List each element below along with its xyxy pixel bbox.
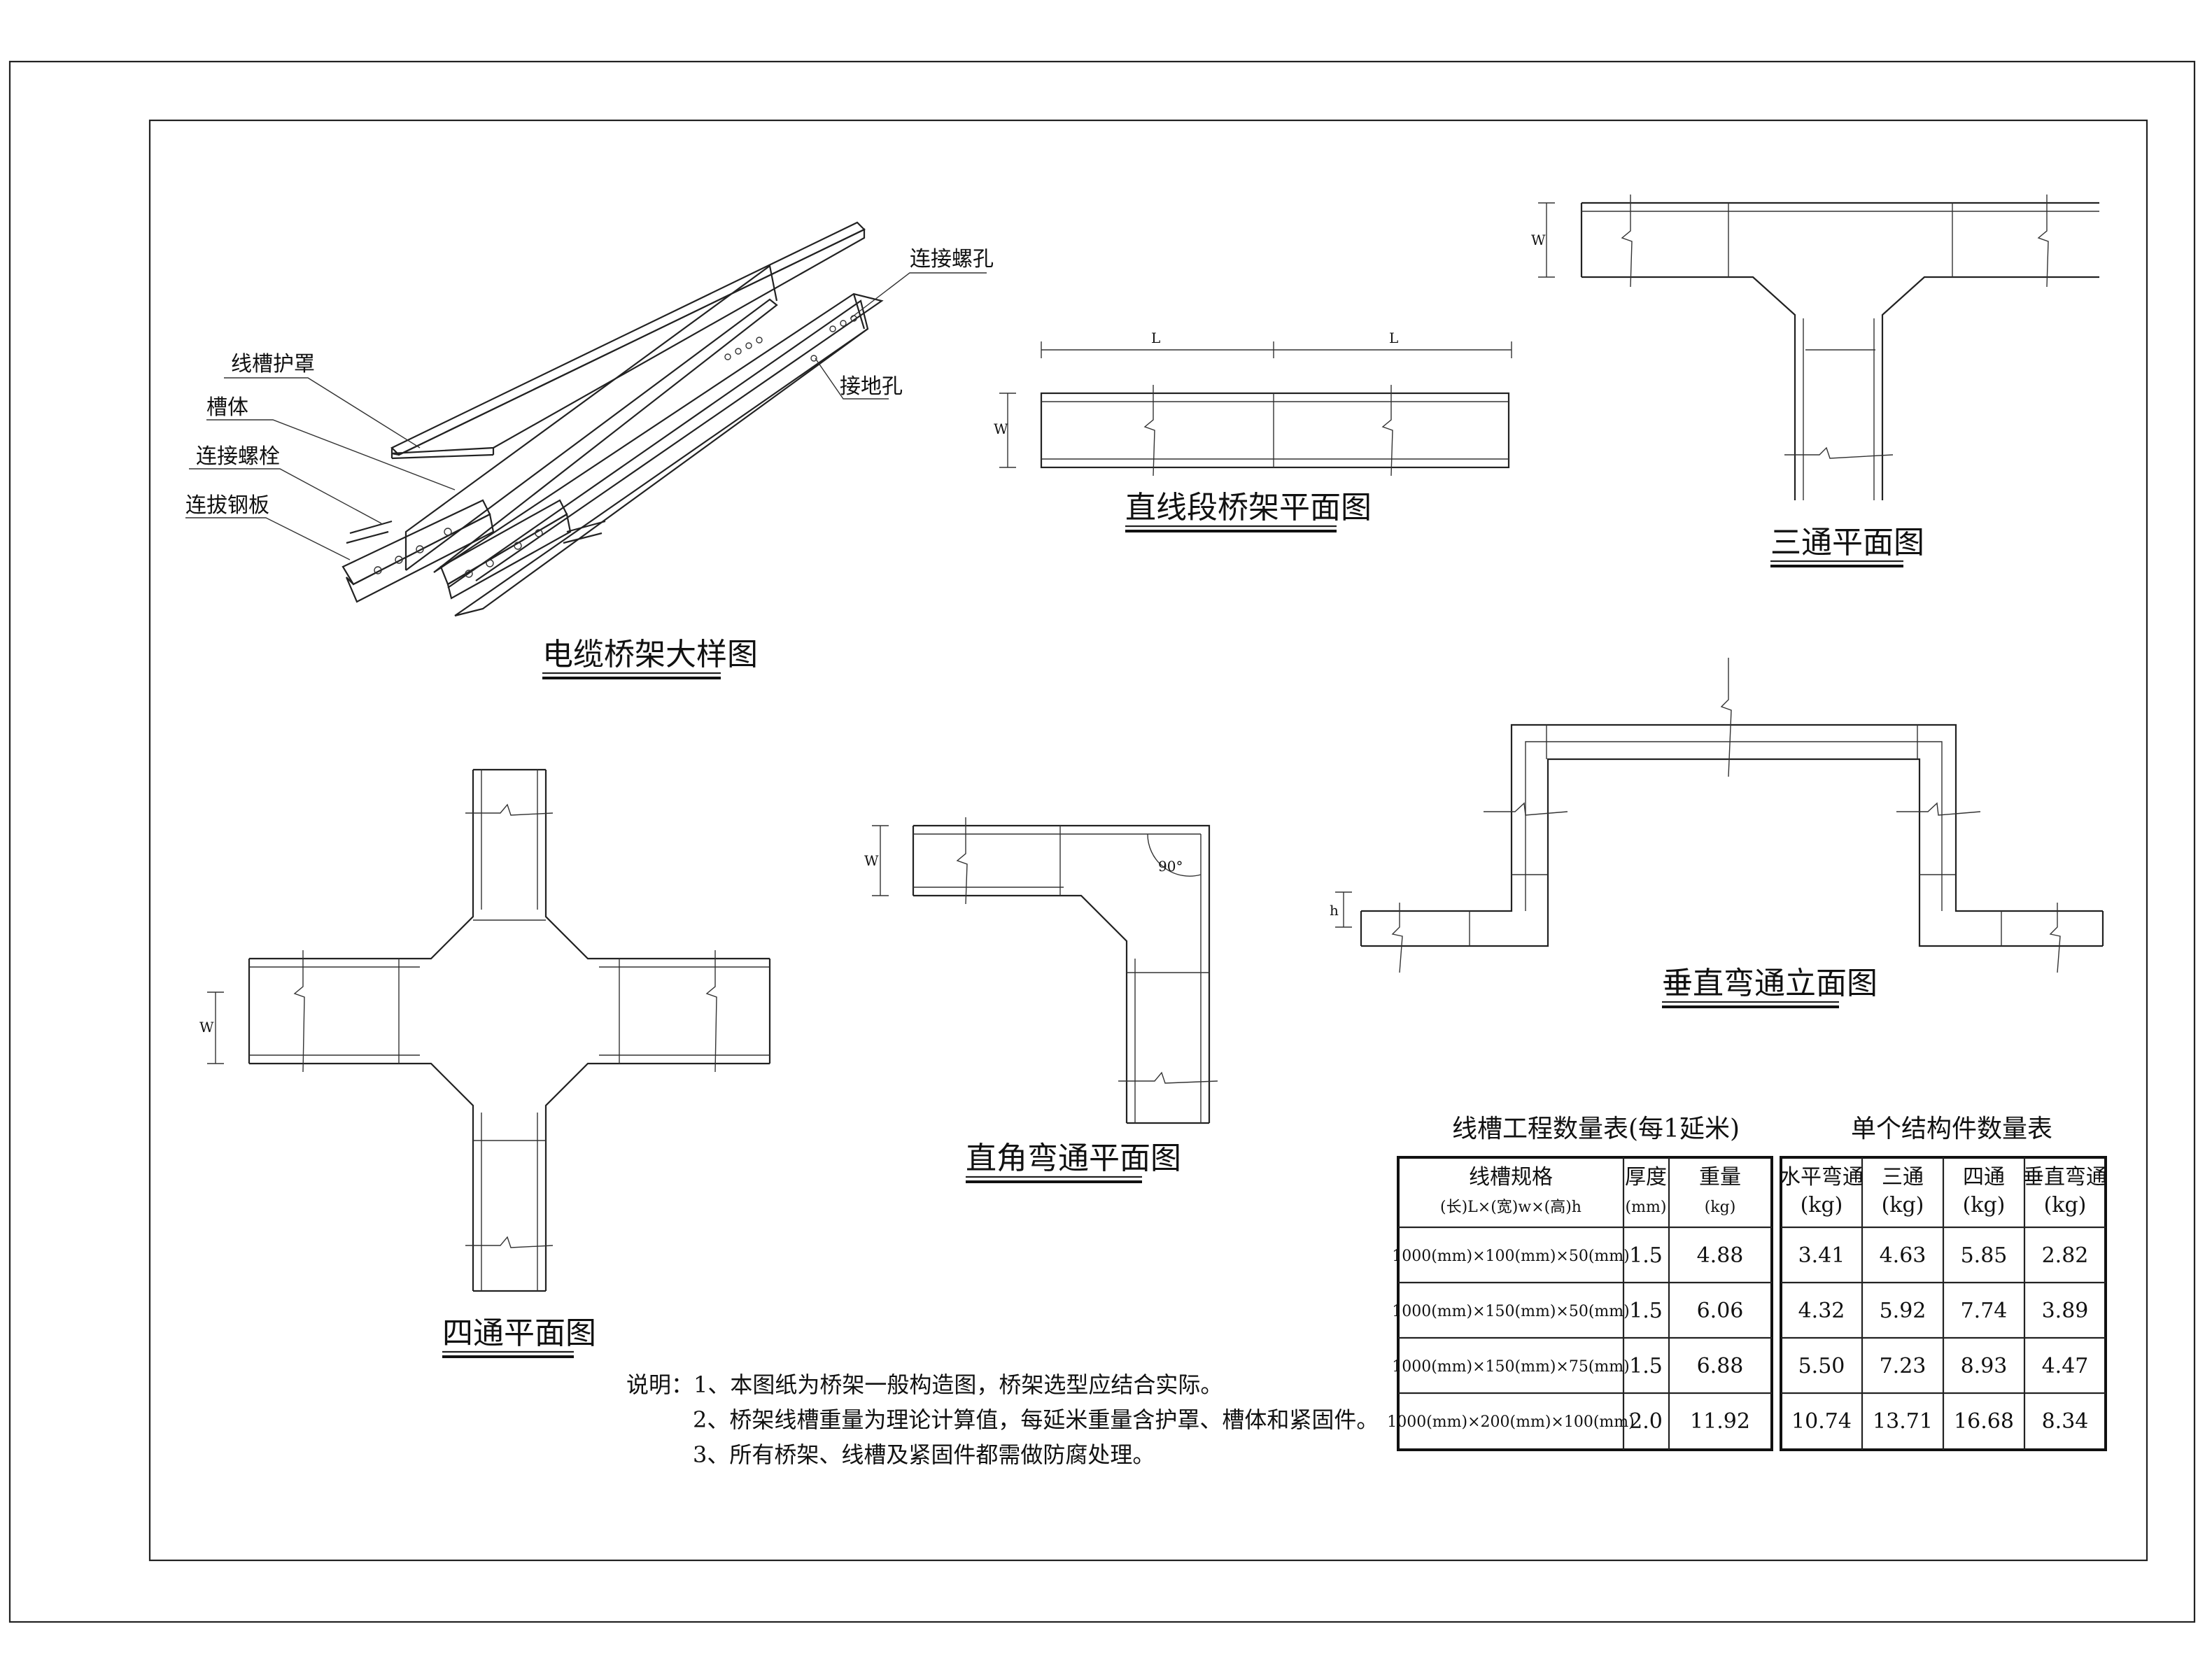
- t2-r2-c2: 8.93: [1961, 1354, 2008, 1378]
- elbow-title: 直角弯通平面图: [966, 1141, 1181, 1176]
- t2-r0-c3: 2.82: [2042, 1243, 2089, 1268]
- t2-r2-c3: 4.47: [2042, 1354, 2089, 1378]
- outer-border: [8, 60, 2196, 1623]
- label-cover: 线槽护罩: [231, 352, 315, 376]
- straight-plan: L L W 直线段桥架平面图: [994, 330, 1512, 532]
- label-bolt-hole: 连接螺孔: [910, 247, 994, 271]
- t2-h2-a: 四通: [1963, 1165, 2005, 1190]
- dim-l2: L: [1389, 330, 1398, 346]
- straight-title: 直线段桥架平面图: [1125, 490, 1372, 525]
- tee-title: 三通平面图: [1770, 525, 1924, 560]
- t2-r3-c2: 16.68: [1954, 1409, 2014, 1434]
- t1-r3-c0: 1000(mm)×200(mm)×100(mm): [1387, 1413, 1635, 1431]
- dim-w-elbow: W: [864, 852, 879, 869]
- t1-r3-c2: 11.92: [1690, 1409, 1750, 1434]
- t1-h1-a: 厚度: [1625, 1165, 1667, 1190]
- inner-border: [148, 119, 2148, 1562]
- t2-h2-b: (kg): [1963, 1193, 2006, 1217]
- note-line-2: 2、桥架线槽重量为理论计算值，每延米重量含护罩、槽体和紧固件。: [693, 1406, 1379, 1433]
- dim-h-vertical: h: [1330, 902, 1339, 919]
- quantity-table: 线槽工程数量表(每1延米) 线槽规格 (长)L×(宽)w×(高)h 厚度 (mm…: [1387, 1115, 1773, 1451]
- t2-r3-c1: 13.71: [1873, 1409, 1933, 1434]
- t1-h0-a: 线槽规格: [1469, 1165, 1553, 1190]
- t1-r0-c1: 1.5: [1629, 1243, 1663, 1268]
- label-ground-hole: 接地孔: [840, 374, 903, 399]
- t2-h0-a: 水平弯通: [1780, 1165, 1864, 1190]
- detail-title: 电缆桥架大样图: [542, 637, 758, 672]
- note-line-1: 说明：1、本图纸为桥架一般构造图，桥架选型应结合实际。: [626, 1371, 1223, 1398]
- dim-l1: L: [1151, 330, 1160, 346]
- table1-caption: 线槽工程数量表(每1延米): [1452, 1115, 1740, 1143]
- t1-r2-c0: 1000(mm)×150(mm)×75(mm): [1392, 1358, 1630, 1376]
- t2-r2-c1: 7.23: [1880, 1354, 1926, 1378]
- t2-r1-c3: 3.89: [2042, 1299, 2089, 1323]
- component-table: 单个结构件数量表 水平弯通 (kg) 三通 (kg) 四通 (kg) 垂直弯通 …: [1780, 1115, 2107, 1451]
- t2-h1-b: (kg): [1882, 1193, 1924, 1217]
- elbow-angle: 90°: [1158, 858, 1183, 875]
- t1-r2-c2: 6.88: [1697, 1354, 1744, 1378]
- t1-r1-c1: 1.5: [1629, 1299, 1663, 1323]
- t2-r0-c0: 3.41: [1798, 1243, 1845, 1268]
- dim-w-cross: W: [199, 1019, 214, 1036]
- label-body: 槽体: [206, 395, 248, 420]
- notes: 说明：1、本图纸为桥架一般构造图，桥架选型应结合实际。 2、桥架线槽重量为理论计…: [626, 1371, 1379, 1468]
- vertical-elevation: h 垂直弯通立面图: [1330, 658, 2104, 1008]
- t2-r1-c2: 7.74: [1961, 1299, 2008, 1323]
- t2-r1-c1: 5.92: [1880, 1299, 1926, 1323]
- cross-plan: W 四通平面图: [199, 768, 771, 1358]
- t1-h1-b: (mm): [1626, 1199, 1667, 1216]
- t2-h3-a: 垂直弯通: [2023, 1165, 2107, 1190]
- t1-r0-c0: 1000(mm)×100(mm)×50(mm): [1392, 1248, 1630, 1265]
- t1-h2-b: (kg): [1705, 1199, 1736, 1216]
- label-bolt: 连接螺栓: [196, 444, 280, 469]
- t1-h2-a: 重量: [1699, 1165, 1741, 1190]
- detail-isometric: 线槽护罩 槽体 连接螺栓 连拔钢板 连接螺孔 接地孔 电缆桥架大样图: [185, 221, 994, 679]
- t2-r1-c0: 4.32: [1798, 1299, 1845, 1323]
- t1-r2-c1: 1.5: [1629, 1354, 1663, 1378]
- t2-r0-c1: 4.63: [1880, 1243, 1926, 1268]
- t1-r1-c0: 1000(mm)×150(mm)×50(mm): [1392, 1303, 1630, 1320]
- tee-plan: W 三通平面图: [1531, 195, 2099, 567]
- t1-h0-b: (长)L×(宽)w×(高)h: [1440, 1199, 1581, 1216]
- t2-h3-b: (kg): [2044, 1193, 2087, 1217]
- cross-title: 四通平面图: [442, 1315, 596, 1351]
- t2-r0-c2: 5.85: [1961, 1243, 2008, 1268]
- label-plate: 连拔钢板: [185, 493, 269, 518]
- vertical-title: 垂直弯通立面图: [1662, 966, 1878, 1001]
- t2-r3-c0: 10.74: [1791, 1409, 1852, 1434]
- note-line-3: 3、所有桥架、线槽及紧固件都需做防腐处理。: [693, 1441, 1155, 1468]
- t2-r2-c0: 5.50: [1798, 1354, 1845, 1378]
- table2-caption: 单个结构件数量表: [1851, 1115, 2052, 1143]
- dim-w-straight: W: [994, 421, 1008, 437]
- t1-r0-c2: 4.88: [1697, 1243, 1744, 1268]
- t1-r3-c1: 2.0: [1629, 1409, 1663, 1434]
- t2-r3-c3: 8.34: [2042, 1409, 2089, 1434]
- t2-h1-a: 三通: [1882, 1165, 1924, 1190]
- dim-w-tee: W: [1531, 232, 1546, 248]
- t1-r1-c2: 6.06: [1697, 1299, 1744, 1323]
- t2-h0-b: (kg): [1801, 1193, 1843, 1217]
- elbow-plan: 90° W 直角弯通平面图: [864, 817, 1218, 1183]
